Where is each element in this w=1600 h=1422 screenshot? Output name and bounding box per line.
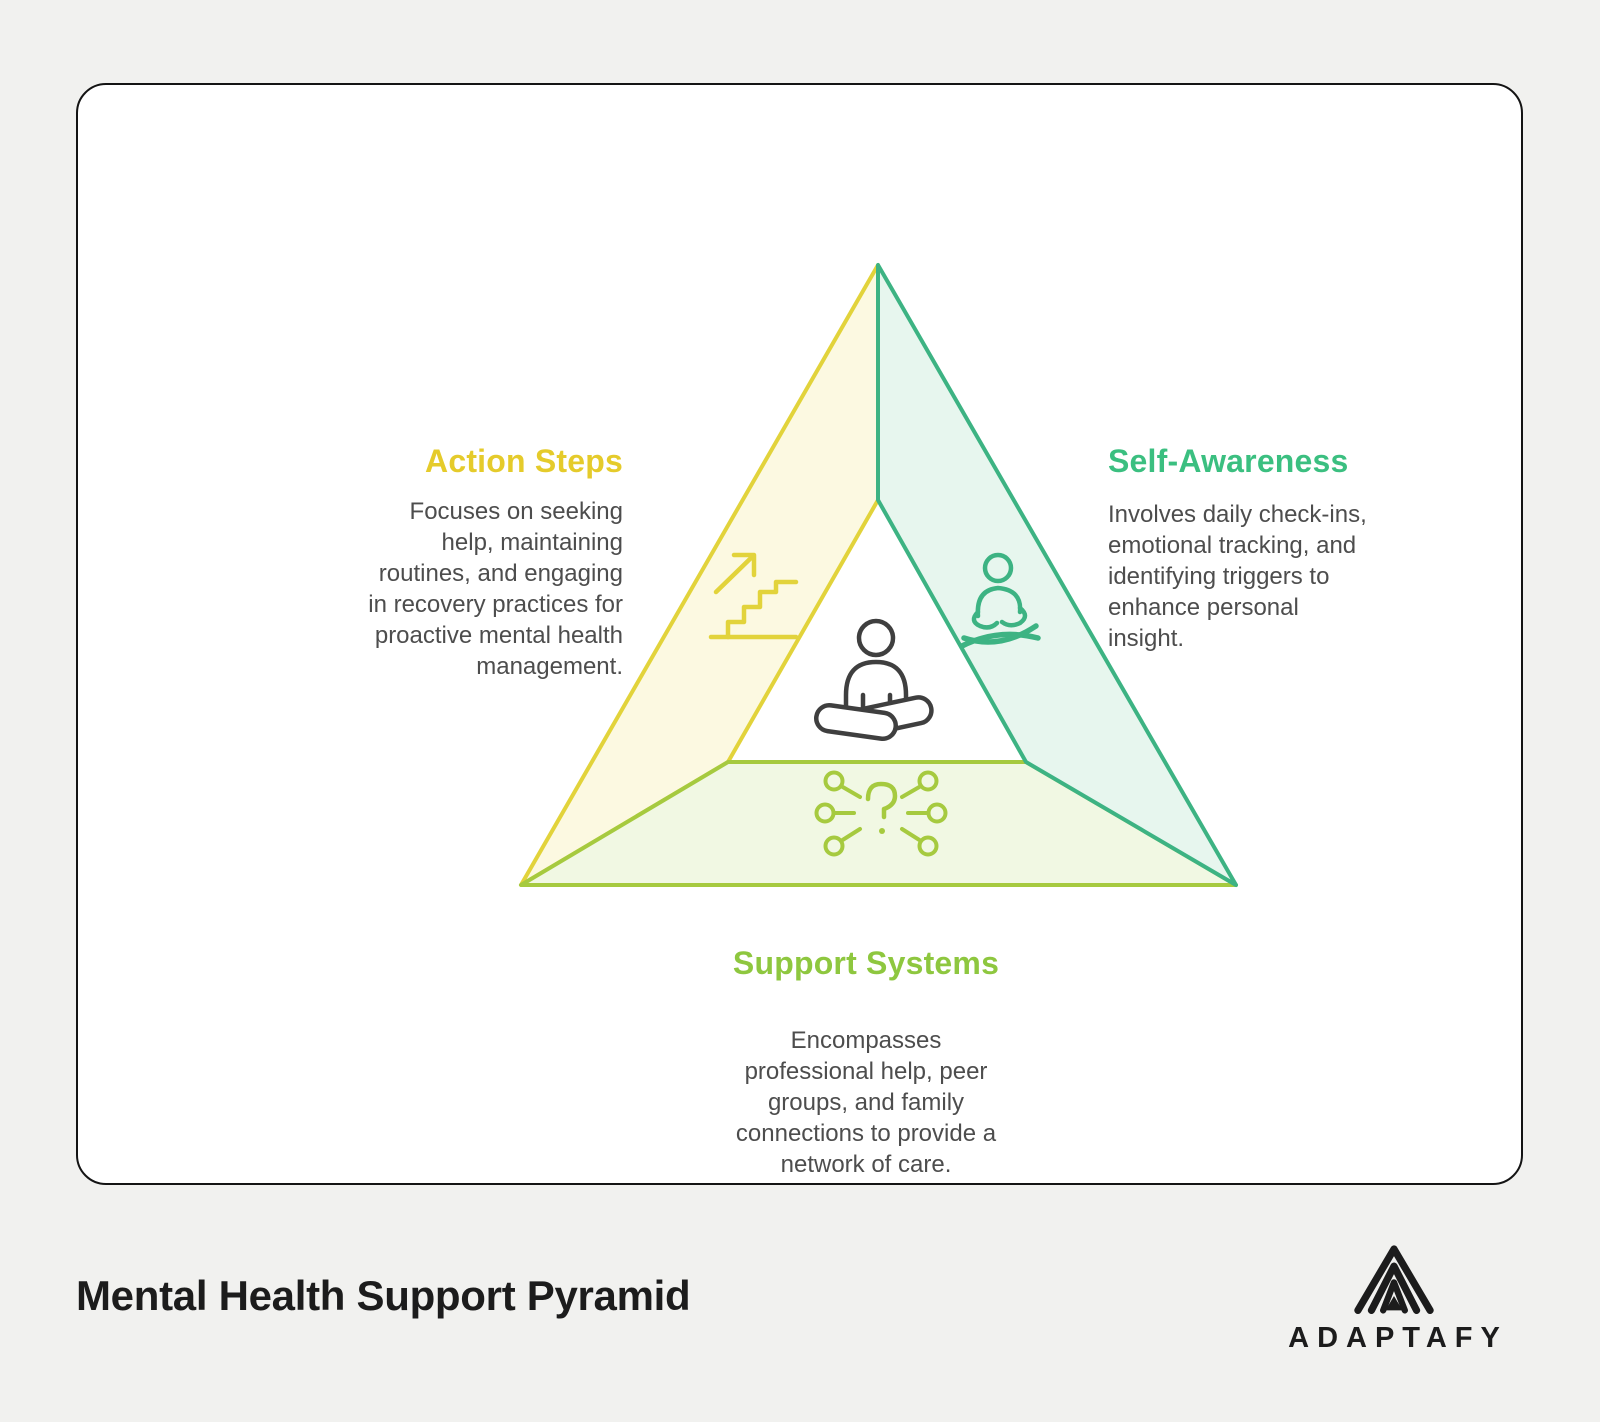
- infographic-card: Action Steps Focuses on seeking help, ma…: [76, 83, 1523, 1185]
- brand-name: ADAPTAFY: [1288, 1322, 1508, 1354]
- support-systems-title: Support Systems: [732, 945, 1000, 981]
- action-steps-block: Action Steps Focuses on seeking help, ma…: [323, 441, 623, 682]
- action-steps-description: Focuses on seeking help, maintaining rou…: [368, 498, 623, 680]
- adaptafy-mountain-icon: [1354, 1245, 1434, 1314]
- network-question-icon: [814, 770, 948, 857]
- self-awareness-block: Self-Awareness Involves daily check-ins,…: [1108, 441, 1418, 654]
- logo-center-triangle: [1385, 1295, 1403, 1311]
- seated-person-icon: [814, 618, 934, 742]
- meditation-icon: [959, 552, 1041, 649]
- self-awareness-description: Involves daily check-ins, emotional trac…: [1108, 501, 1367, 652]
- self-awareness-segment: [876, 263, 1238, 887]
- question-dot: [879, 828, 885, 834]
- brand-logo: ADAPTAFY: [1268, 1240, 1520, 1355]
- pyramid-diagram: [519, 263, 1238, 887]
- support-systems-description: Encompasses professional help, peer grou…: [735, 1027, 997, 1178]
- page-title: Mental Health Support Pyramid: [76, 1272, 691, 1319]
- support-systems-block: Support Systems Encompasses professional…: [696, 943, 1036, 1180]
- stairs-growth-icon: [708, 552, 799, 640]
- action-steps-title: Action Steps: [425, 443, 623, 479]
- self-awareness-title: Self-Awareness: [1108, 443, 1349, 479]
